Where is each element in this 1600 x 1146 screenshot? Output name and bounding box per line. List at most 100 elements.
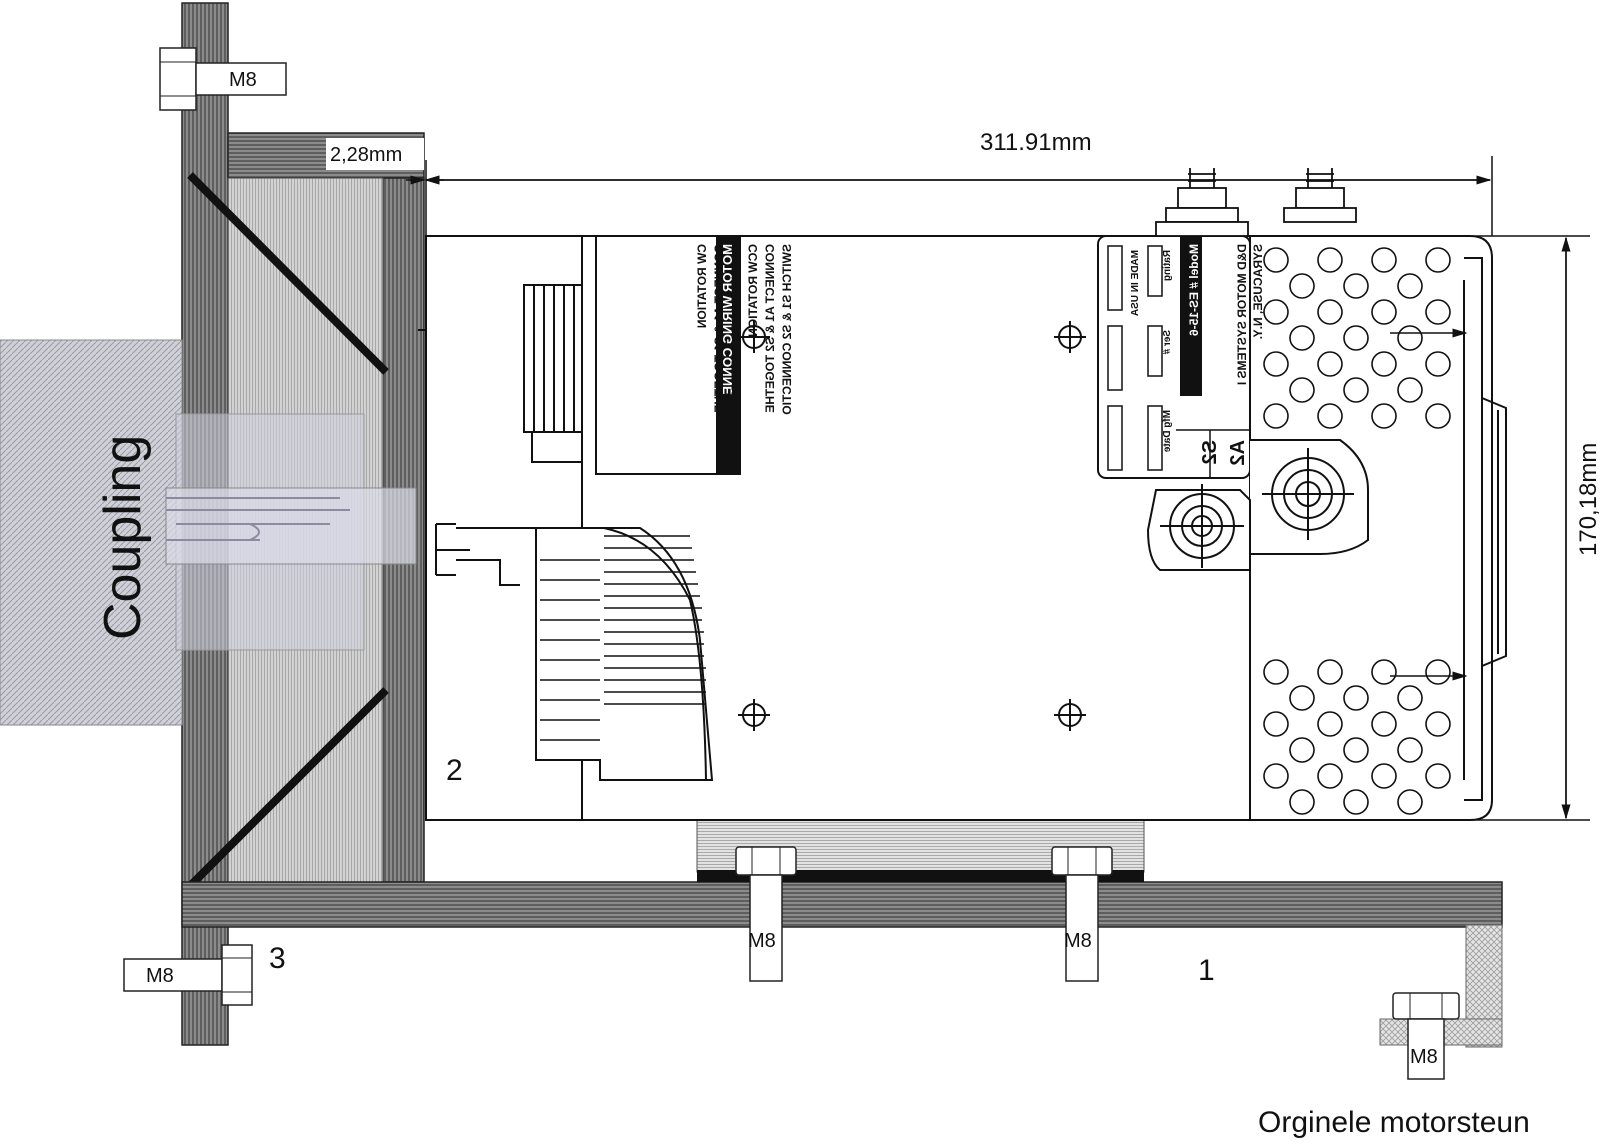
vent-hole [1263, 247, 1289, 273]
vent-hole [1263, 659, 1289, 685]
vent-hole [1397, 325, 1423, 351]
vent-hole [1425, 403, 1451, 429]
terminal-post-small [1146, 484, 1251, 571]
bolt-base-1: M8 [735, 846, 797, 982]
vent-hole [1317, 247, 1343, 273]
coupling-shaft [165, 487, 417, 565]
bolt-label: M8 [748, 930, 776, 952]
vent-hole [1263, 403, 1289, 429]
vent-hole [1289, 325, 1315, 351]
vent-hole [1425, 247, 1451, 273]
shaft-key [166, 497, 350, 541]
vent-hole [1317, 711, 1343, 737]
wiring-line: CONNECT A1 & S1 TOGETHE [712, 244, 726, 413]
vent-hole [1397, 789, 1423, 815]
vent-hole [1343, 685, 1369, 711]
vent-hole [1371, 403, 1397, 429]
bolt-label: M8 [1064, 930, 1092, 952]
name-plate-serial: Ser # [1162, 330, 1173, 355]
foot-gasket [697, 870, 1144, 882]
vent-hole [1317, 299, 1343, 325]
vent-hole [1371, 659, 1397, 685]
vent-hole [1425, 763, 1451, 789]
wiring-line: CONNECT A1 & S2 TOGETHE [763, 244, 777, 413]
bolt-original-mount: M8 [1392, 992, 1460, 1080]
upper-diagonal-brace [187, 172, 389, 375]
name-plate-made-in: MADE IN USA [1130, 250, 1141, 316]
base-plate [181, 881, 1503, 928]
screw-top-left [738, 321, 770, 353]
name-plate-line: SYRACUSE, N.Y. [1251, 244, 1265, 339]
shaft-stub [435, 523, 520, 586]
lower-diagonal-brace [187, 687, 389, 889]
dimension-height-label: 170,18mm [1575, 443, 1600, 556]
vent-hole [1289, 737, 1315, 763]
vent-hole [1425, 711, 1451, 737]
wiring-title: MOTOR WIRING CONNE [720, 244, 735, 395]
dimension-gap-label: 2,28mm [330, 144, 402, 166]
bolt-base-2: M8 [1051, 846, 1113, 982]
part-2-label: 2 [446, 754, 463, 787]
screw-bottom-left [738, 699, 770, 731]
wiring-label: MOTOR WIRING CONNE CW ROTATION CONNECT A… [595, 235, 794, 475]
coupling-label: Coupling [94, 435, 152, 640]
vent-hole [1425, 299, 1451, 325]
terminal-post-large [1250, 439, 1369, 555]
vent-hole [1263, 763, 1289, 789]
name-plate-mfg-date: Mfg Date [1162, 410, 1173, 453]
dimension-gap-box [326, 138, 424, 170]
original-mount-label: Orginele motorsteun [1258, 1106, 1530, 1139]
bolt-top-left: M8 [159, 47, 287, 111]
vent-hole [1317, 763, 1343, 789]
bolt-label: M8 [229, 69, 257, 91]
name-plate: D&D MOTOR SYSTEMS I SYRACUSE, N.Y. Model… [1097, 235, 1265, 479]
bolt-label: M8 [146, 965, 174, 987]
vent-hole [1317, 351, 1343, 377]
vent-hole [1289, 273, 1315, 299]
terminal-stud-1 [1155, 168, 1249, 237]
vent-hole [1371, 711, 1397, 737]
vent-hole [1317, 659, 1343, 685]
vent-hole [1343, 377, 1369, 403]
vent-hole [1343, 789, 1369, 815]
vent-hole [1397, 737, 1423, 763]
wiring-line: SWITCH S1 & S2 CONNECTIO [780, 244, 794, 415]
vent-hole [1343, 325, 1369, 351]
vent-hole [1263, 299, 1289, 325]
wiring-line: CW ROTATION [695, 244, 709, 328]
vent-hole [1397, 685, 1423, 711]
vent-holes-top [1263, 247, 1451, 429]
dimension-length-label: 311.91mm [980, 129, 1092, 156]
screw-bottom-right [1054, 699, 1086, 731]
bolt-label: M8 [1410, 1046, 1438, 1068]
vent-hole [1343, 737, 1369, 763]
wiring-line: CCW ROTATION [746, 244, 760, 337]
coupling-block [0, 339, 183, 726]
vent-hole [1371, 763, 1397, 789]
name-plate-line: D&D MOTOR SYSTEMS I [1235, 244, 1249, 385]
vent-hole [1289, 789, 1315, 815]
vent-hole [1343, 273, 1369, 299]
part-1-label: 1 [1198, 954, 1215, 987]
dimension-length [424, 156, 1493, 236]
name-plate-model: Model # ES-15-6 [1187, 244, 1201, 336]
vent-holes-bottom [1263, 659, 1451, 815]
part-3-label: 3 [269, 942, 286, 975]
name-plate-rating: Rating [1162, 250, 1173, 281]
vent-hole [1263, 711, 1289, 737]
vent-hole [1371, 247, 1397, 273]
vent-hole [1425, 351, 1451, 377]
bolt-left-bottom: M8 [123, 944, 253, 1006]
vent-hole [1289, 685, 1315, 711]
fan-blades [540, 535, 706, 741]
dimension-height [1472, 235, 1590, 821]
vent-hole [1371, 299, 1397, 325]
vent-hole [1397, 273, 1423, 299]
fan-assembly [456, 284, 714, 781]
vent-hole [1425, 659, 1451, 685]
wiring-line: CONNECT A2 TO BATTERY [729, 244, 743, 400]
vent-hole [1317, 403, 1343, 429]
vent-hole [1289, 377, 1315, 403]
terminal-stud-2 [1283, 168, 1357, 223]
